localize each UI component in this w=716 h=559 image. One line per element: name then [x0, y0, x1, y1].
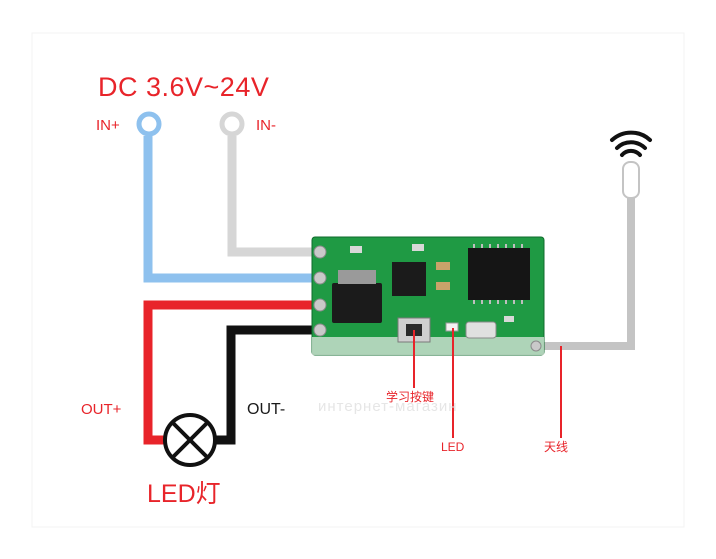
mosfet-chip — [332, 283, 382, 323]
out-minus-wire — [216, 325, 318, 445]
crystal — [465, 321, 497, 339]
supply-voltage-title: DC 3.6V~24V — [98, 72, 270, 102]
wifi-signal-icon — [610, 130, 652, 157]
pad-out-plus — [313, 298, 327, 312]
out-plus-label: OUT+ — [81, 401, 122, 418]
in-minus-label: IN- — [256, 117, 276, 134]
antenna-wire — [540, 195, 635, 350]
in-minus-terminal — [219, 111, 245, 137]
main-ic — [468, 248, 530, 300]
receiver-pcb — [311, 236, 545, 356]
out-plus-wire — [143, 300, 318, 445]
antenna-pad — [530, 340, 542, 352]
pad-out-minus — [313, 323, 327, 337]
lamp-icon — [163, 413, 217, 467]
in-plus-label: IN+ — [96, 117, 120, 134]
pad-in-minus — [313, 245, 327, 259]
antenna-tip — [622, 161, 640, 199]
led-lamp-label: LED灯 — [147, 480, 221, 508]
out-minus-label: OUT- — [247, 401, 286, 418]
watermark-text: интернет-магазин — [318, 398, 458, 415]
led-label: LED — [441, 440, 465, 454]
frame — [31, 32, 685, 528]
regulator-chip — [392, 262, 426, 296]
antenna-label: 天线 — [544, 440, 569, 454]
in-plus-terminal — [136, 111, 162, 137]
pad-in-plus — [313, 271, 327, 285]
in-minus-wire — [219, 111, 318, 257]
in-plus-wire — [136, 111, 318, 283]
learn-button-label: 学习按键 — [386, 390, 435, 404]
